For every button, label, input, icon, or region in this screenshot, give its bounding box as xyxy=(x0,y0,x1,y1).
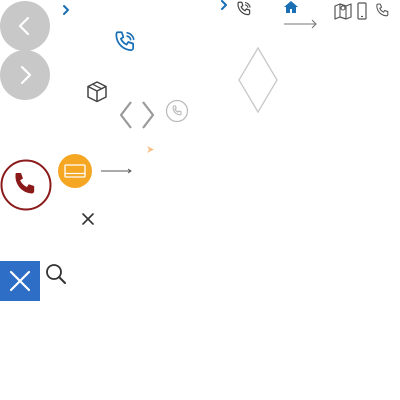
phone-call-icon[interactable] xyxy=(235,0,253,18)
cube-icon xyxy=(87,81,107,103)
home-icon[interactable] xyxy=(283,0,299,14)
close-square-icon xyxy=(9,270,31,292)
chevron-small-right-icon xyxy=(147,146,154,153)
phone-red-circle-icon[interactable] xyxy=(0,159,52,211)
payment-card-icon xyxy=(64,164,86,178)
close-square-button[interactable] xyxy=(0,261,40,301)
phone-call-icon[interactable] xyxy=(112,29,138,55)
payment-card-button[interactable] xyxy=(58,154,92,188)
chevron-small-right-icon[interactable] xyxy=(61,4,71,16)
chevron-small-right-icon[interactable] xyxy=(219,0,229,12)
long-arrow-right-icon xyxy=(284,19,317,29)
code-brackets-icon xyxy=(119,101,155,129)
chevron-left-icon xyxy=(18,16,30,36)
back-button[interactable] xyxy=(0,1,50,51)
search-icon[interactable] xyxy=(44,262,68,286)
diamond-outline-icon xyxy=(238,46,278,114)
long-arrow-right-icon xyxy=(101,168,132,174)
chevron-right-icon xyxy=(20,65,32,85)
phone-circle-outline-icon xyxy=(165,99,189,123)
map-icon[interactable] xyxy=(333,1,353,21)
close-icon[interactable] xyxy=(80,211,96,227)
forward-button[interactable] xyxy=(0,50,50,100)
smartphone-icon[interactable] xyxy=(356,2,368,20)
phone-icon[interactable] xyxy=(374,2,391,19)
